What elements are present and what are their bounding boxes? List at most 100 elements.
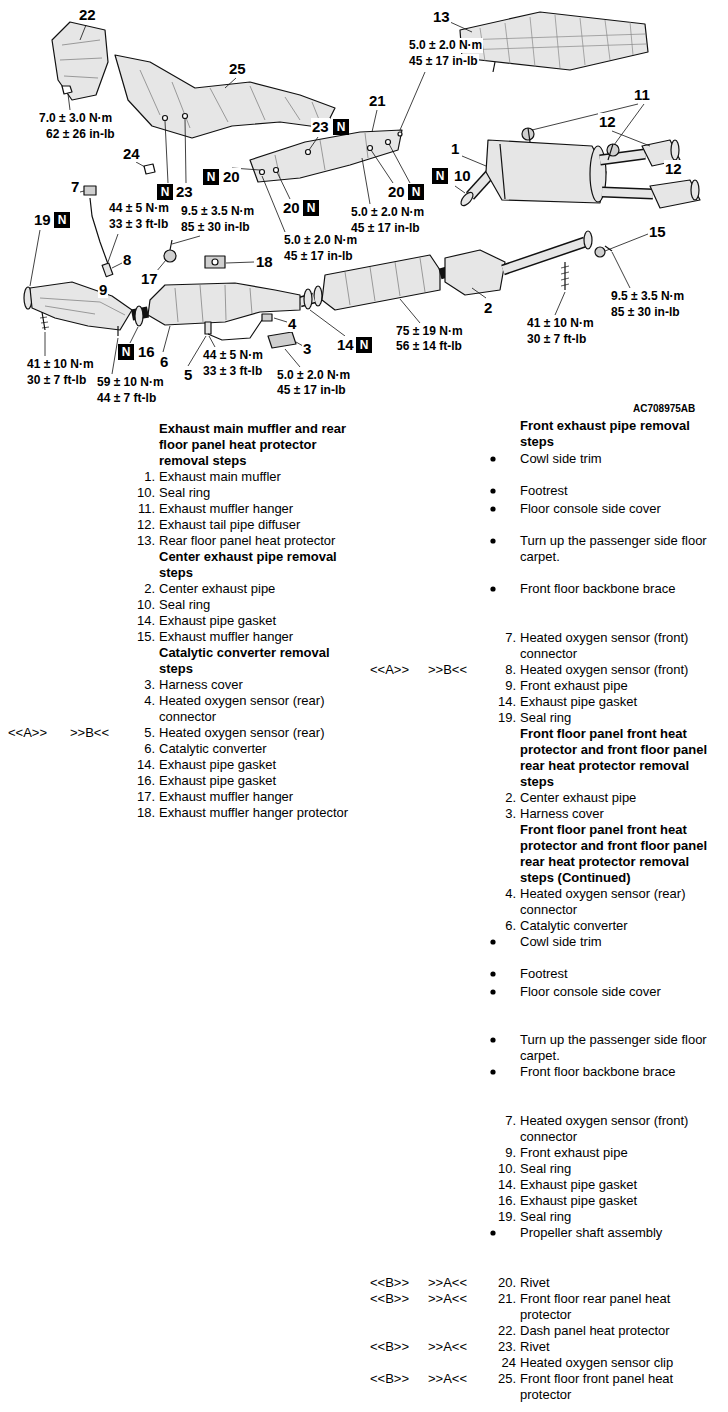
- section-heading: Center exhaust pipe removal steps: [159, 549, 359, 581]
- torque-spec: 56 ± 14 ft-lb: [395, 339, 463, 354]
- step-text: Catalytic converter: [159, 741, 359, 757]
- torque-spec: 62 ± 26 in-lb: [45, 127, 116, 142]
- bullet-dot: [490, 939, 495, 944]
- reference-mark: <<B>>: [370, 1339, 426, 1355]
- note-mark: N: [303, 200, 319, 216]
- step-text: Harness cover: [159, 677, 359, 693]
- note-mark: N: [54, 212, 70, 228]
- step-number: 2.: [115, 581, 155, 597]
- reference-mark: <<B>>: [370, 1275, 426, 1291]
- note-letter: N: [307, 201, 316, 215]
- callout-number: 25: [228, 60, 247, 77]
- step-text: Heated oxygen sensor (rear) connector: [520, 886, 720, 918]
- step-number: 1.: [115, 469, 155, 485]
- step-number: 18.: [115, 805, 155, 821]
- section-heading: Front floor panel front heat protector a…: [520, 726, 720, 790]
- torque-spec: 9.5 ± 3.5 N·m: [180, 204, 255, 219]
- step-number: 11.: [115, 501, 155, 517]
- step-text: Exhaust tail pipe diffuser: [159, 517, 359, 533]
- step-text: Exhaust muffler hanger: [159, 789, 359, 805]
- torque-spec: 75 ± 19 N·m: [395, 324, 464, 339]
- note-mark: N: [333, 119, 349, 135]
- bullet-dot: [490, 1230, 495, 1235]
- step-number: 6.: [476, 918, 516, 934]
- torque-spec: 5.0 ± 2.0 N·m: [350, 205, 425, 220]
- step-number: 4.: [115, 693, 155, 709]
- step-number: 10.: [115, 485, 155, 501]
- callout-number: 20: [387, 183, 406, 200]
- step-number: 5.: [115, 725, 155, 741]
- bullet-dot: [490, 971, 495, 976]
- torque-spec: 45 ± 17 in-lb: [350, 221, 421, 236]
- step-text: Front exhaust pipe: [520, 678, 720, 694]
- bullet-dot: [490, 1037, 495, 1042]
- callout-number: 5: [183, 366, 193, 383]
- step-number: 14.: [115, 613, 155, 629]
- step-text: Harness cover: [520, 806, 720, 822]
- callout-number: 4: [287, 315, 297, 332]
- step-text: Footrest: [520, 966, 720, 982]
- step-text: Floor console side cover: [520, 984, 720, 1000]
- step-number: 9.: [476, 678, 516, 694]
- torque-spec: 45 ± 17 in-lb: [408, 54, 479, 69]
- step-number: 10.: [115, 597, 155, 613]
- callout-number: 20: [222, 168, 241, 185]
- torque-spec: 5.0 ± 2.0 N·m: [276, 368, 351, 383]
- step-text: Exhaust muffler hanger protector: [159, 805, 359, 821]
- torque-spec: 33 ± 3 ft-lb: [202, 364, 263, 379]
- torque-spec: 41 ± 10 N·m: [526, 316, 595, 331]
- section-heading: Front exhaust pipe removal steps: [520, 418, 720, 450]
- bullet-dot: [490, 456, 495, 461]
- callout-number: 12: [598, 113, 617, 130]
- callout-number: 15: [648, 223, 667, 240]
- reference-mark: <<A>>: [370, 662, 426, 678]
- callout-number: 17: [140, 270, 159, 287]
- step-number: 3.: [115, 677, 155, 693]
- note-letter: N: [360, 338, 369, 352]
- step-text: Floor console side cover: [520, 501, 720, 517]
- step-text: Seal ring: [520, 1209, 720, 1225]
- reference-mark: <<A>>: [8, 725, 68, 741]
- note-mark: N: [408, 184, 424, 200]
- note-letter: N: [161, 185, 170, 199]
- reference-mark: >>A<<: [428, 1371, 484, 1387]
- section-heading: Front floor panel front heat protector a…: [520, 822, 720, 886]
- step-number: 14.: [476, 694, 516, 710]
- step-number: 14.: [476, 1177, 516, 1193]
- step-text: Seal ring: [520, 710, 720, 726]
- step-number: 19.: [476, 710, 516, 726]
- callout-number: 6: [159, 353, 169, 370]
- step-text: Heated oxygen sensor (rear) connector: [159, 693, 359, 725]
- torque-spec: 30 ± 7 ft-lb: [526, 332, 587, 347]
- callout-number: 12: [664, 160, 683, 177]
- torque-spec: 85 ± 30 in-lb: [180, 220, 251, 235]
- step-text: Heated oxygen sensor (front): [520, 662, 720, 678]
- step-text: Exhaust pipe gasket: [159, 613, 359, 629]
- step-text: Propeller shaft assembly: [520, 1225, 720, 1241]
- step-text: Rear floor panel heat protector: [159, 533, 359, 549]
- step-text: Exhaust pipe gasket: [159, 757, 359, 773]
- step-text: Heated oxygen sensor (rear): [159, 725, 359, 741]
- step-number: 21.: [476, 1291, 516, 1307]
- torque-spec: 5.0 ± 2.0 N·m: [408, 38, 483, 53]
- note-mark: N: [356, 337, 372, 353]
- note-letter: N: [412, 185, 421, 199]
- step-text: Heated oxygen sensor (front) connector: [520, 1113, 720, 1145]
- step-number: 13.: [115, 533, 155, 549]
- callout-number: 18: [255, 253, 274, 270]
- note-letter: N: [207, 170, 216, 184]
- step-number: 20.: [476, 1275, 516, 1291]
- callout-number: 19: [33, 211, 52, 228]
- step-text: Footrest: [520, 483, 720, 499]
- step-text: Center exhaust pipe: [520, 790, 720, 806]
- callout-number: 11: [633, 86, 651, 103]
- callout-number: 9: [98, 281, 108, 298]
- torque-spec: 33 ± 3 ft-lb: [108, 217, 169, 232]
- callout-number: 20: [282, 199, 301, 216]
- reference-mark: <<B>>: [370, 1371, 426, 1387]
- step-text: Seal ring: [159, 485, 359, 501]
- torque-spec: 44 ± 5 N·m: [108, 201, 170, 216]
- step-text: Exhaust pipe gasket: [520, 1177, 720, 1193]
- step-number: 15.: [115, 629, 155, 645]
- torque-spec: 45 ± 17 in-lb: [283, 249, 354, 264]
